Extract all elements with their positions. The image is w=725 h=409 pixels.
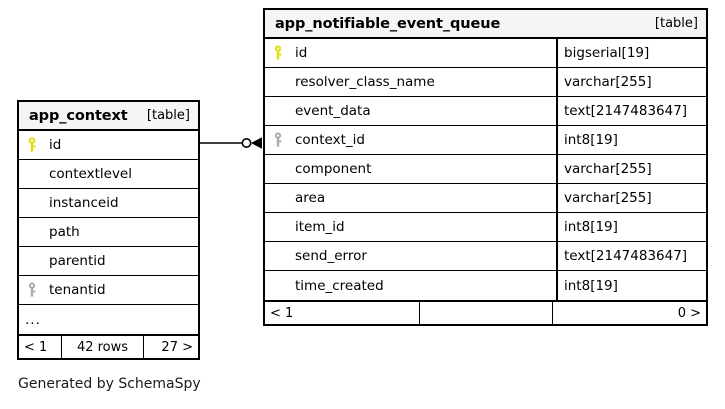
table-title-bar: app_notifiable_event_queue [table] (265, 10, 706, 39)
no-key-icon (19, 160, 45, 188)
table-row[interactable]: area varchar[255] (265, 184, 706, 213)
table-title-bar: app_context [table] (19, 102, 198, 131)
pager-next-button[interactable]: 27 > (161, 339, 193, 355)
column-name: send_error (295, 248, 367, 264)
table-row[interactable]: resolver_class_name varchar[255] (265, 68, 706, 97)
table-row[interactable]: parentid (19, 247, 198, 276)
erd-table-app-context[interactable]: app_context [table] id contextlevel ins (17, 100, 200, 360)
table-row[interactable]: send_error text[2147483647] (265, 242, 706, 271)
relationship-connector (198, 137, 262, 149)
pager-prev-button[interactable]: < 1 (265, 302, 420, 324)
column-name: component (295, 161, 372, 177)
table-pager: < 1 0 > (265, 300, 706, 324)
column-name: time_created (295, 277, 384, 294)
column-name: item_id (295, 219, 345, 235)
primary-key-icon (265, 39, 291, 67)
column-type: text[2147483647] (556, 97, 706, 125)
foreign-key-icon (19, 276, 45, 304)
erd-table-app-notifiable-event-queue[interactable]: app_notifiable_event_queue [table] id bi… (263, 8, 708, 326)
no-key-icon (265, 68, 291, 96)
table-row[interactable]: context_id int8[19] (265, 126, 706, 155)
column-name: resolver_class_name (295, 74, 435, 90)
pager-row-count: 42 rows (62, 336, 144, 358)
table-row[interactable]: id bigserial[19] (265, 39, 706, 68)
pager-row-count (420, 302, 553, 324)
column-type: text[2147483647] (556, 242, 706, 270)
no-key-icon (265, 242, 291, 270)
more-columns-row[interactable]: ... (19, 305, 198, 334)
column-type: int8[19] (556, 213, 706, 241)
foreign-key-icon (265, 126, 291, 154)
generator-caption: Generated by SchemaSpy (18, 376, 201, 392)
no-key-icon (19, 247, 45, 275)
column-name: contextlevel (49, 166, 132, 182)
column-type: int8[19] (556, 271, 706, 300)
table-row[interactable]: tenantid (19, 276, 198, 305)
no-key-icon (19, 189, 45, 217)
table-row[interactable]: component varchar[255] (265, 155, 706, 184)
column-name: tenantid (49, 282, 106, 298)
table-type-tag: [table] (654, 16, 698, 31)
column-name: area (295, 190, 326, 206)
column-list: id bigserial[19] resolver_class_name var… (265, 39, 706, 300)
table-name-label: app_context (29, 107, 128, 124)
column-list: id contextlevel instanceid path parentid (19, 131, 198, 334)
column-name: context_id (295, 132, 365, 148)
table-row[interactable]: event_data text[2147483647] (265, 97, 706, 126)
primary-key-icon (19, 131, 45, 159)
column-name: instanceid (49, 195, 119, 211)
column-type: varchar[255] (556, 184, 706, 212)
table-row[interactable]: time_created int8[19] (265, 271, 706, 300)
table-pager: < 1 42 rows 27 > (19, 334, 198, 358)
column-name: parentid (49, 253, 106, 269)
column-name: id (295, 45, 308, 61)
no-key-icon (265, 97, 291, 125)
column-type: int8[19] (556, 126, 706, 154)
cardinality-zero-marker (241, 138, 252, 148)
no-key-icon (265, 184, 291, 212)
table-row[interactable]: path (19, 218, 198, 247)
pager-prev-button[interactable]: < 1 (19, 336, 62, 358)
table-name-label: app_notifiable_event_queue (275, 15, 501, 32)
no-key-icon (265, 271, 291, 300)
column-type: varchar[255] (556, 155, 706, 183)
more-columns-ellipsis: ... (25, 311, 41, 328)
table-type-tag: [table] (146, 108, 190, 123)
column-type: bigserial[19] (556, 39, 706, 67)
table-row[interactable]: contextlevel (19, 160, 198, 189)
table-row[interactable]: item_id int8[19] (265, 213, 706, 242)
no-key-icon (265, 213, 291, 241)
table-row[interactable]: id (19, 131, 198, 160)
no-key-icon (19, 218, 45, 246)
table-row[interactable]: instanceid (19, 189, 198, 218)
pager-next-button[interactable]: 0 > (677, 305, 701, 321)
no-key-icon (265, 155, 291, 183)
cardinality-many-marker (251, 137, 262, 149)
column-name: event_data (295, 103, 371, 119)
column-name: id (49, 137, 62, 153)
column-name: path (49, 224, 80, 240)
column-type: varchar[255] (556, 68, 706, 96)
